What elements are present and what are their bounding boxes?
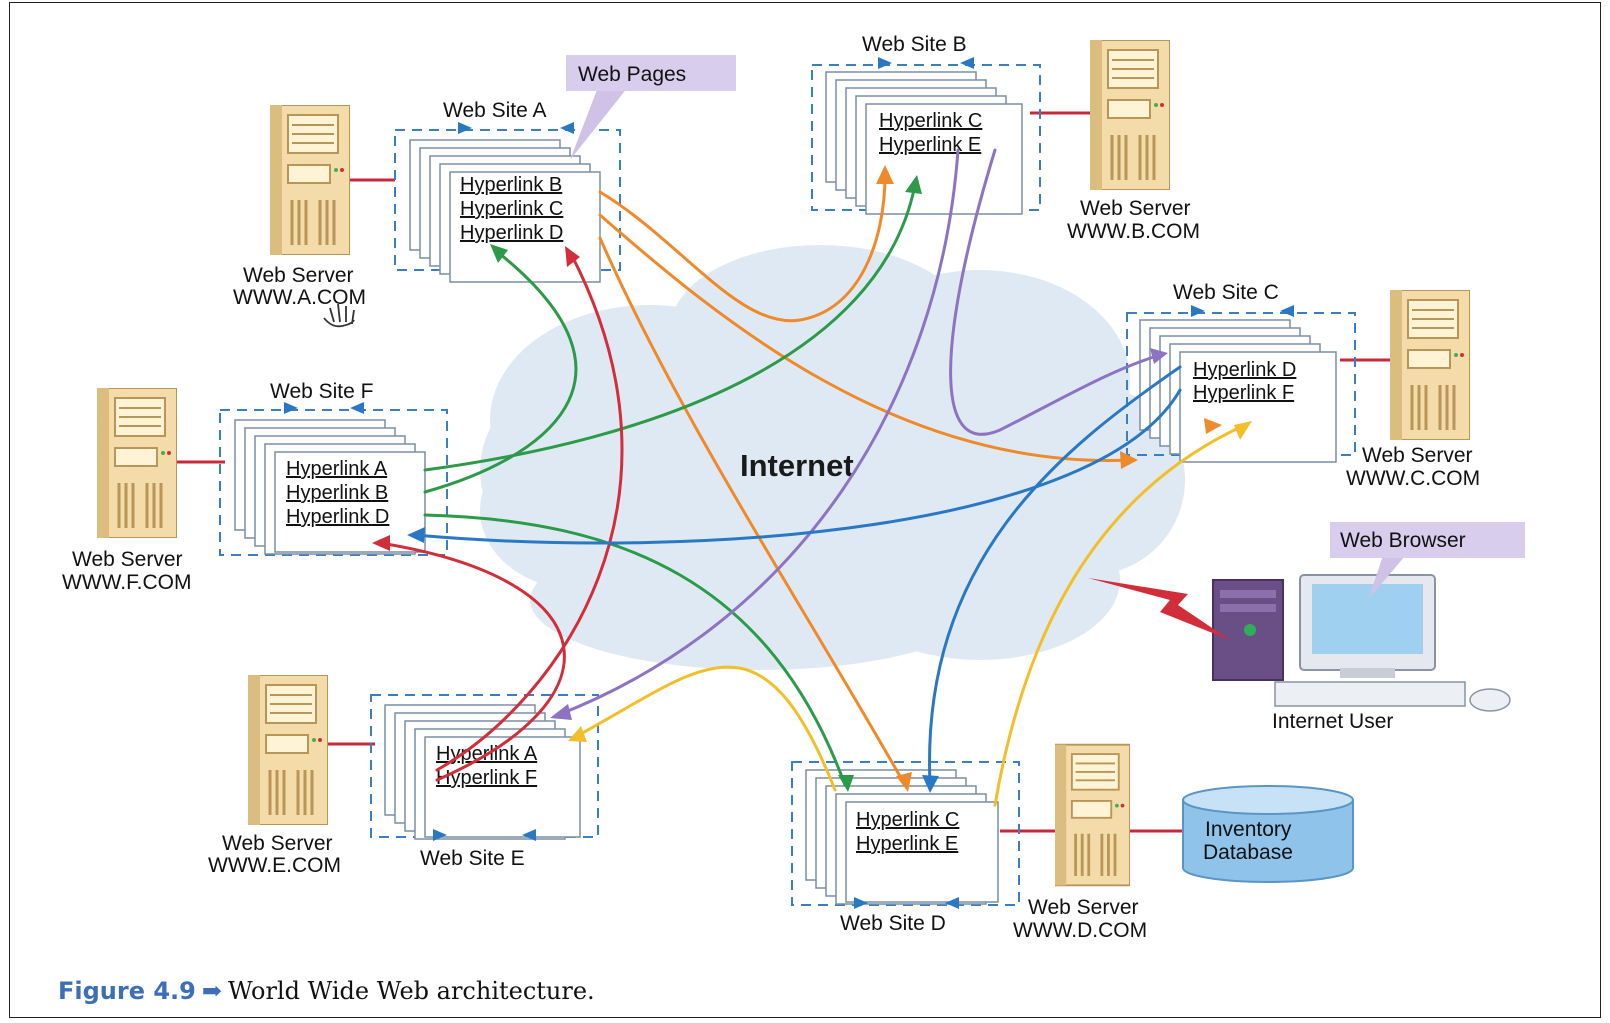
server-c-icon — [1390, 290, 1470, 440]
caption-arrow-icon: ➡ — [201, 977, 222, 1005]
web-site-f[interactable]: Web Site F Hyperlink A Hyperlink B Hyper… — [219, 380, 448, 556]
server-f-icon — [97, 388, 177, 538]
site-a-hyperlink-b[interactable]: Hyperlink B — [460, 174, 562, 196]
hyperlink-arrows — [378, 148, 1247, 807]
figure-caption: Figure 4.9➡World Wide Web architecture. — [58, 977, 595, 1005]
figure-number: Figure 4.9 — [58, 977, 196, 1005]
server-e-domain: WWW.E.COM — [208, 854, 341, 877]
site-boundary-arrows — [284, 57, 1294, 909]
internet-user-label: Internet User — [1272, 710, 1393, 733]
hand-cursor-icon — [323, 303, 355, 328]
site-b-hyperlink-c[interactable]: Hyperlink C — [879, 110, 982, 132]
server-c-domain: WWW.C.COM — [1346, 467, 1480, 490]
arrowheads — [372, 165, 1252, 793]
svg-text:Web Pages: Web Pages — [578, 63, 686, 86]
internet-label: Internet — [740, 448, 854, 483]
server-f-label: Web Server — [72, 548, 183, 571]
inventory-database: Inventory Database — [1182, 785, 1354, 883]
site-a-hyperlink-c[interactable]: Hyperlink C — [460, 198, 563, 220]
server-d-domain: WWW.D.COM — [1013, 919, 1147, 942]
caption-text: World Wide Web architecture. — [227, 977, 595, 1005]
site-c-hyperlink-f[interactable]: Hyperlink F — [1193, 382, 1294, 404]
site-e-hyperlink-f[interactable]: Hyperlink F — [436, 767, 537, 789]
web-site-a[interactable]: Web Site A Hyperlink B Hyperlink C Hyper… — [394, 99, 621, 283]
site-a-label: Web Site A — [443, 99, 547, 122]
site-c-hyperlink-d[interactable]: Hyperlink D — [1193, 359, 1296, 381]
server-e-icon — [248, 675, 328, 825]
server-a-icon — [270, 105, 350, 255]
site-a-page-stack — [409, 139, 601, 283]
site-b-label: Web Site B — [862, 33, 967, 56]
lightning-connection-icon — [1088, 578, 1230, 640]
database-label-line1: Inventory — [1205, 818, 1292, 841]
site-f-hyperlink-d[interactable]: Hyperlink D — [286, 506, 389, 528]
figure-frame — [9, 2, 1601, 1018]
web-site-b[interactable]: Web Site B Hyperlink C Hyperlink E — [811, 33, 1041, 215]
site-f-label: Web Site F — [270, 380, 373, 403]
site-b-hyperlink-e[interactable]: Hyperlink E — [879, 134, 981, 156]
server-b-domain: WWW.B.COM — [1067, 220, 1200, 243]
web-site-e[interactable]: Web Site E Hyperlink A Hyperlink F — [370, 694, 599, 870]
web-pages-callout: Web Pages — [566, 55, 736, 160]
site-b-page-stack — [825, 71, 1023, 215]
site-c-label: Web Site C — [1173, 281, 1279, 304]
svg-text:Web Browser: Web Browser — [1340, 529, 1466, 552]
site-f-hyperlink-a[interactable]: Hyperlink A — [286, 458, 388, 480]
database-label-line2: Database — [1203, 841, 1293, 864]
server-d-icon — [1055, 743, 1130, 887]
server-d-label: Web Server — [1028, 896, 1139, 919]
server-a-label: Web Server — [243, 264, 354, 287]
site-f-hyperlink-b[interactable]: Hyperlink B — [286, 482, 388, 504]
site-f-boundary — [219, 409, 448, 556]
site-d-label: Web Site D — [840, 912, 946, 935]
web-browser-computer-icon — [1212, 574, 1511, 712]
server-e-label: Web Server — [222, 832, 333, 855]
server-b-label: Web Server — [1080, 197, 1191, 220]
site-a-hyperlink-d[interactable]: Hyperlink D — [460, 222, 563, 244]
site-d-hyperlink-c[interactable]: Hyperlink C — [856, 809, 959, 831]
server-c-label: Web Server — [1362, 444, 1473, 467]
web-site-c[interactable]: Web Site C Hyperlink D Hyperlink F — [1126, 281, 1356, 463]
server-f-domain: WWW.F.COM — [62, 571, 191, 594]
web-browser-callout: Web Browser — [1330, 522, 1525, 600]
site-d-hyperlink-e[interactable]: Hyperlink E — [856, 833, 958, 855]
site-e-label: Web Site E — [420, 847, 525, 870]
site-f-page-stack — [234, 419, 426, 555]
server-b-icon — [1090, 40, 1170, 190]
site-d-boundary — [791, 761, 1020, 906]
server-a-domain: WWW.A.COM — [233, 286, 366, 309]
